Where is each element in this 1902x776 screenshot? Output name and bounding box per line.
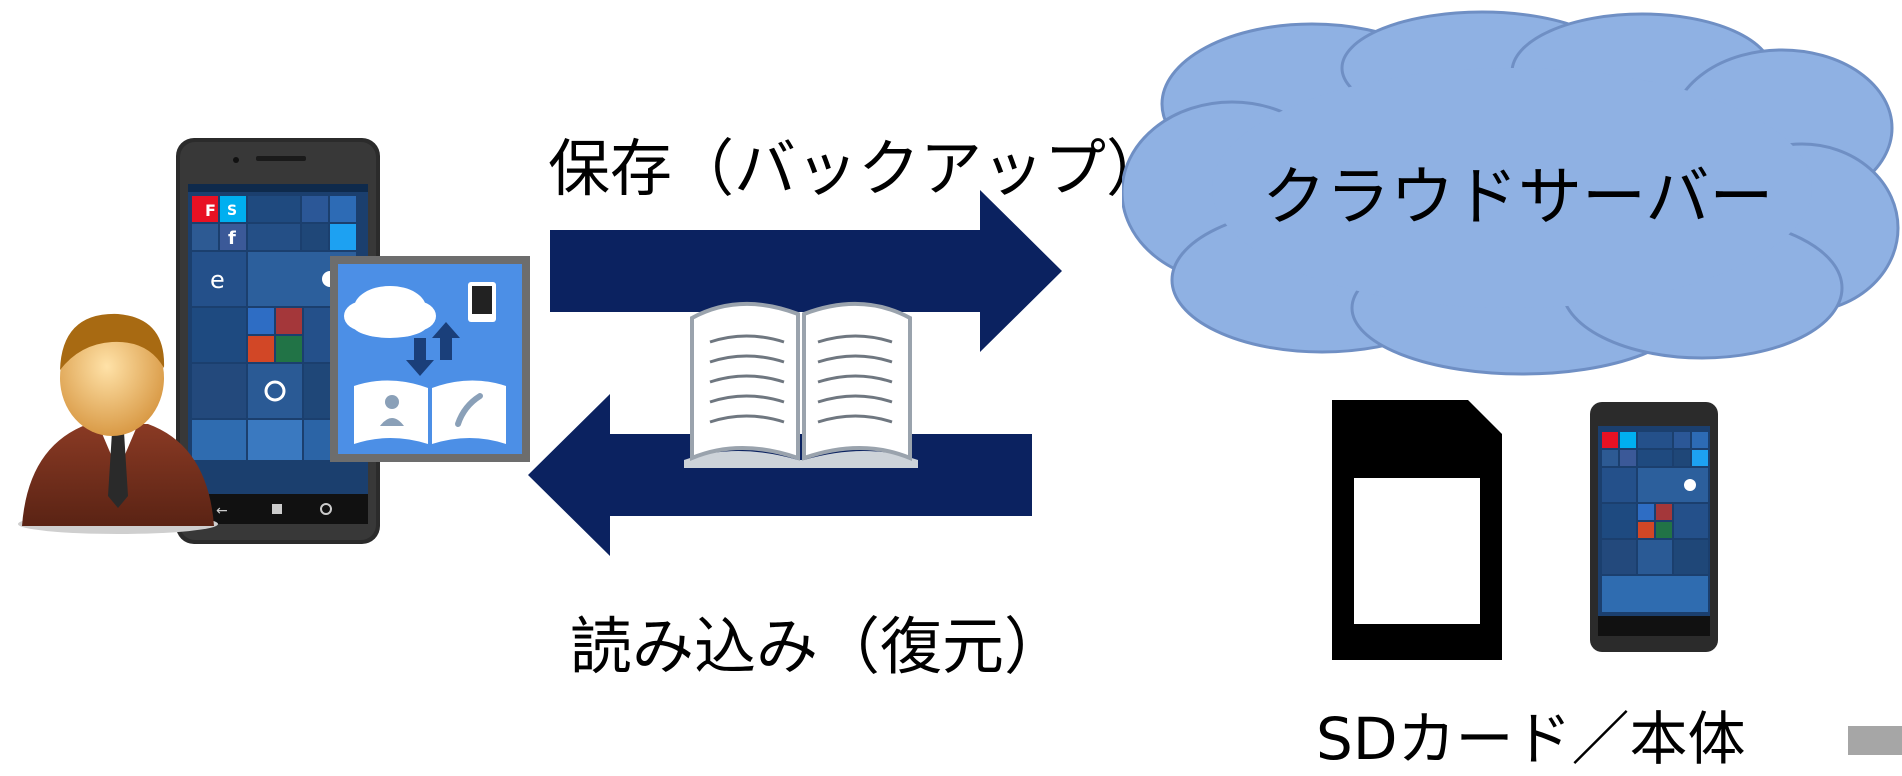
corner-tab [1848, 726, 1902, 755]
load-restore-label: 読み込み（復元） [570, 610, 1067, 683]
cloud-server-shape [1122, 10, 1900, 376]
phone-large: F S f e ← [176, 138, 380, 544]
sd-card-icon [1332, 400, 1502, 660]
svg-text:S: S [227, 203, 237, 219]
open-book-icon [684, 301, 918, 468]
save-arrow [550, 190, 1062, 352]
svg-text:f: f [228, 228, 236, 249]
save-backup-label: 保存（バックアップ） [548, 132, 1169, 205]
businessman-avatar-icon [18, 313, 218, 534]
svg-text:F: F [205, 201, 216, 220]
sd-card-device-label: SDカード／本体 [1316, 705, 1746, 773]
phone-small [1590, 402, 1718, 652]
svg-text:←: ← [216, 503, 228, 519]
cloud-server-label: クラウドサーバー [1262, 161, 1774, 235]
backup-restore-app-icon [330, 256, 530, 462]
svg-text:e: e [210, 266, 225, 294]
